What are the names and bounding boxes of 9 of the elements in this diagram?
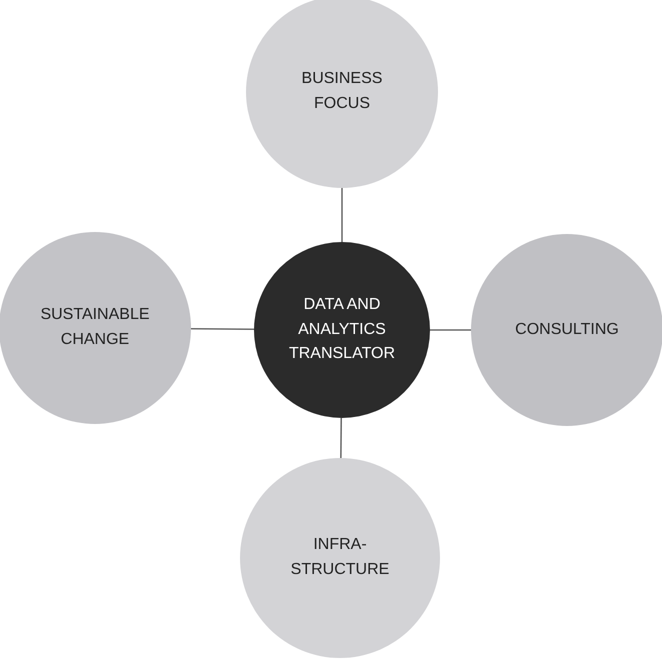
circle-label: CONSULTING [515,320,619,340]
circle-label: SUSTAINABLE CHANGE [39,305,151,350]
circle-label: DATA AND ANALYTICS TRANSLATOR [288,294,396,364]
connector-line [190,328,254,330]
connector-line [340,418,342,458]
connector-line [430,329,471,331]
connector-line [341,188,343,242]
circle-label: INFRA- STRUCTURE [290,535,390,580]
circle-label: BUSINESS FOCUS [300,69,384,114]
